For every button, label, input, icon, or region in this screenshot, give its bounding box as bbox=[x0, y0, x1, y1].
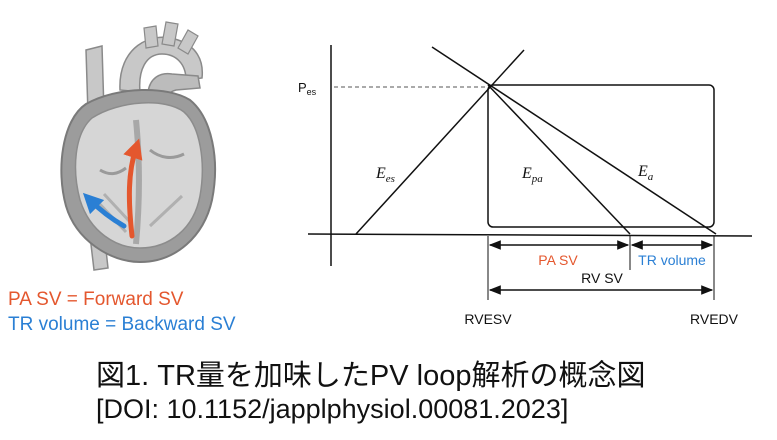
heart-illustration bbox=[60, 21, 217, 271]
backward-flow-arrow bbox=[82, 192, 127, 229]
rvedv-label: RVEDV bbox=[690, 311, 739, 327]
aorta-branch-1 bbox=[143, 25, 159, 49]
epa-label: Epa bbox=[521, 165, 543, 185]
valve-left bbox=[99, 166, 127, 176]
rv-sv-label: RV SV bbox=[581, 270, 623, 286]
legend-backward-sv: TR volume = Backward SV bbox=[8, 314, 236, 335]
trabeculae-2 bbox=[102, 192, 132, 224]
figure-caption: 図1. TR量を加味したPV loop解析の概念図 bbox=[96, 360, 646, 392]
epa-line bbox=[487, 84, 631, 235]
ea-label: Ea bbox=[637, 163, 654, 183]
rvesv-label: RVESV bbox=[464, 311, 512, 327]
pv-loop-rectangle bbox=[487, 84, 715, 228]
legend-forward-sv: PA SV = Forward SV bbox=[8, 289, 184, 310]
tr-volume-label: TR volume bbox=[638, 252, 706, 268]
septum bbox=[133, 119, 142, 245]
ees-label: Ees bbox=[375, 165, 395, 185]
valve-right bbox=[149, 148, 185, 159]
ees-line bbox=[355, 49, 525, 235]
pes-label: Pes bbox=[298, 80, 317, 97]
aorta-arch bbox=[119, 36, 204, 93]
x-axis bbox=[307, 233, 753, 237]
ea-line bbox=[431, 46, 717, 235]
pa-sv-label: PA SV bbox=[538, 252, 578, 268]
aorta-branch-2 bbox=[161, 21, 179, 47]
forward-flow-arrow bbox=[123, 138, 143, 239]
trabeculae-3 bbox=[148, 194, 184, 228]
pv-loop-diagram: Pes Ees Epa Ea PA SV TR volume RV SV RVE… bbox=[298, 45, 753, 327]
doi-reference: [DOI: 10.1152/japplphysiol.00081.2023] bbox=[96, 394, 569, 424]
aorta-branch-3 bbox=[177, 29, 199, 55]
